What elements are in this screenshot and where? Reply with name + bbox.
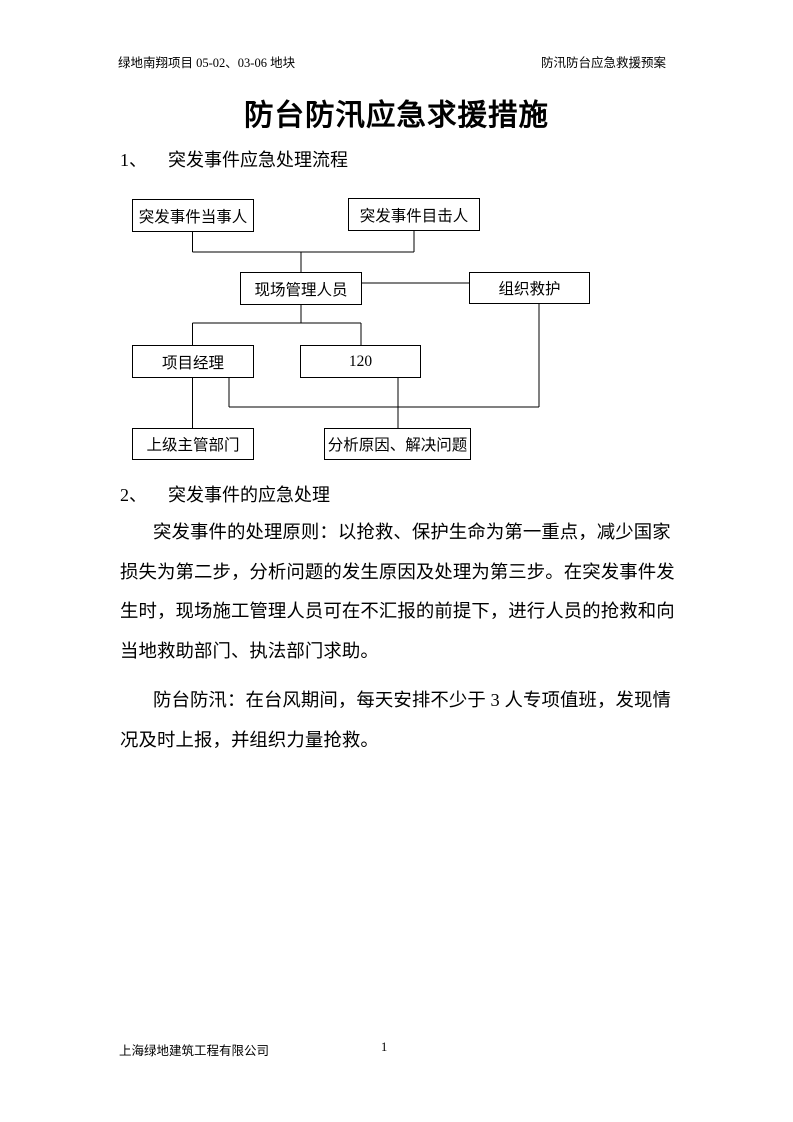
page-footer: 上海绿地建筑工程有限公司 1 — [119, 1040, 675, 1059]
emergency-flowchart: 突发事件当事人 突发事件目击人 现场管理人员 组织救护 项目经理 120 上级主… — [0, 190, 793, 470]
flowchart-connector-lines — [192, 231, 540, 428]
flow-box-organize-rescue: 组织救护 — [469, 272, 590, 304]
paragraph-line: 防台防汛：在台风期间，每天安排不少于 3 人专项值班，发现情 — [153, 690, 671, 710]
flow-box-analyze-solve: 分析原因、解决问题 — [324, 428, 471, 460]
flow-box-project-manager: 项目经理 — [132, 345, 254, 378]
section-1-title: 突发事件应急处理流程 — [168, 150, 348, 170]
section-1-heading: 1、 突发事件应急处理流程 — [120, 146, 348, 172]
document-title: 防台防汛应急求援措施 — [243, 99, 549, 132]
section-2-number: 2、 — [120, 485, 147, 505]
flow-box-120: 120 — [300, 345, 421, 378]
section-1-number: 1、 — [120, 150, 147, 170]
flow-box-superior-dept: 上级主管部门 — [132, 428, 254, 460]
section-2-title: 突发事件的应急处理 — [168, 485, 330, 505]
section-2-heading: 2、 突发事件的应急处理 — [120, 481, 330, 507]
page-header: 绿地南翔项目 05-02、03-06 地块 防汛防台应急救援预案 — [118, 52, 666, 71]
header-left-text: 绿地南翔项目 05-02、03-06 地块 — [118, 56, 296, 70]
paragraph-line: 况及时上报，并组织力量抢救。 — [120, 729, 379, 750]
paragraph-typhoon-flood-duty: 防台防汛：在台风期间，每天安排不少于 3 人专项值班，发现情 况及时上报，并组织… — [120, 681, 676, 760]
header-right-text: 防汛防台应急救援预案 — [540, 56, 666, 70]
paragraph-line: 突发事件的处理原则：以抢救、保护生命为第一重点，减少国家 — [153, 522, 671, 542]
paragraph-line: 当地救助部门、执法部门求助。 — [120, 640, 379, 661]
footer-company-name: 上海绿地建筑工程有限公司 — [119, 1044, 270, 1058]
flow-box-site-manager: 现场管理人员 — [240, 272, 362, 305]
flow-box-incident-witness: 突发事件目击人 — [348, 198, 480, 231]
paragraph-line: 生时，现场施工管理人员可在不汇报的前提下，进行人员的抢救和向 — [120, 601, 675, 621]
paragraph-emergency-principles: 突发事件的处理原则：以抢救、保护生命为第一重点，减少国家 损失为第二步，分析问题… — [120, 513, 676, 671]
paragraph-line: 损失为第二步，分析问题的发生原因及处理为第三步。在突发事件发 — [120, 561, 675, 582]
flow-box-incident-party: 突发事件当事人 — [132, 199, 254, 232]
page-number: 1 — [381, 1040, 388, 1054]
